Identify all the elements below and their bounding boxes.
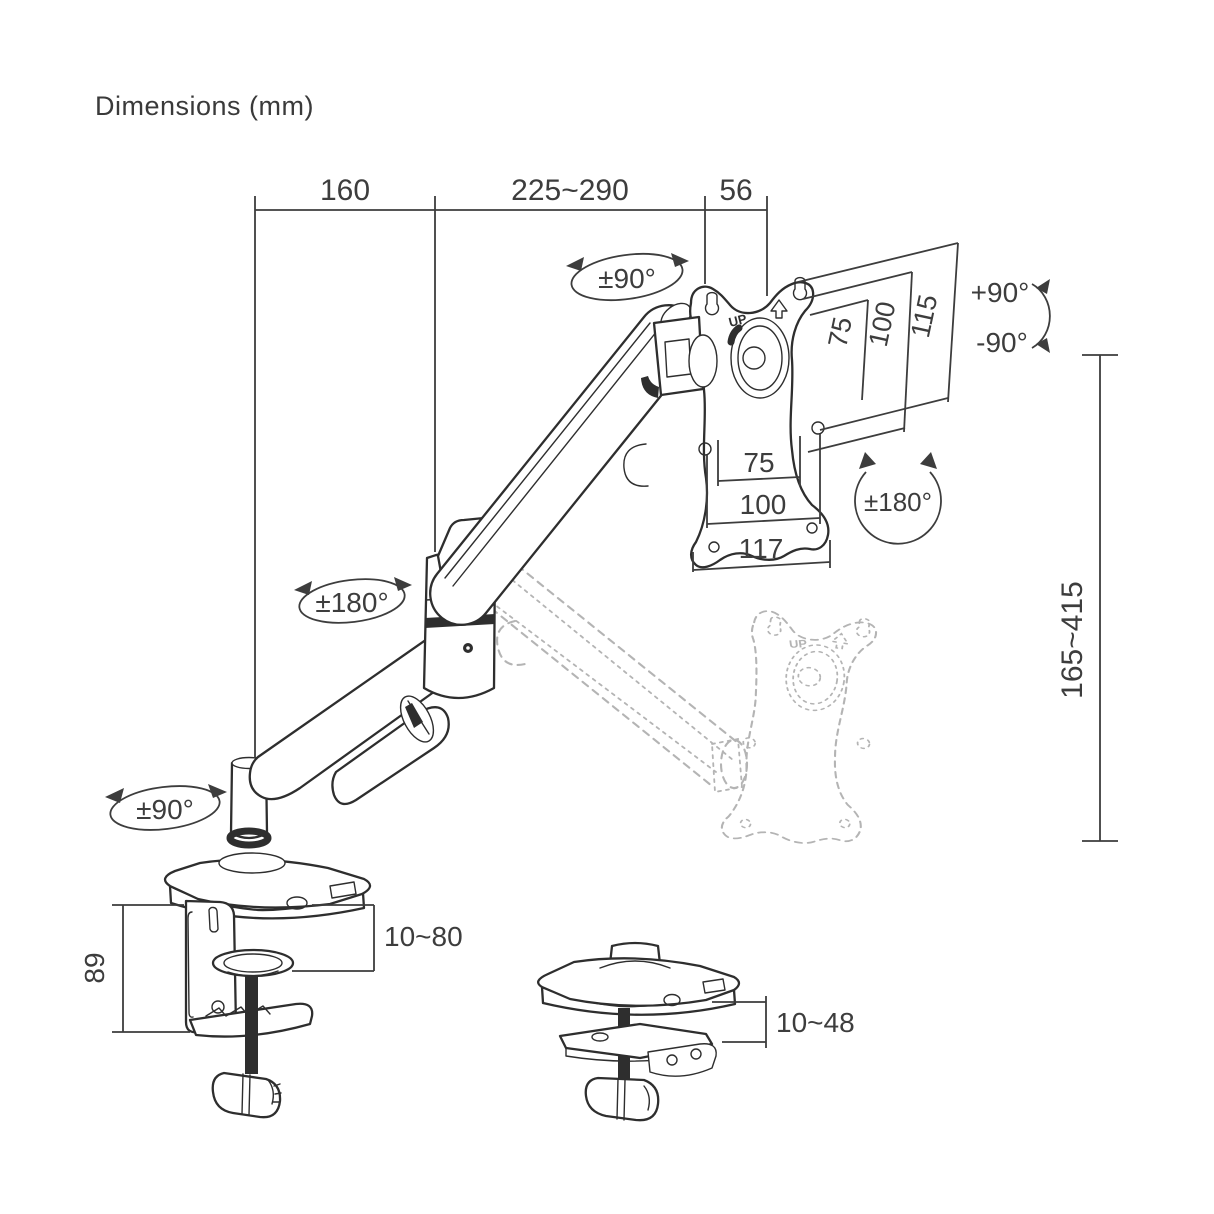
dim-label-desk-range: 10~80 bbox=[384, 921, 463, 952]
ghost-up-label: UP bbox=[788, 637, 808, 650]
base-usb-port bbox=[286, 896, 308, 910]
dim-label-vesa-v100: 100 bbox=[863, 299, 902, 349]
rotation-label-head-swivel: ±90° bbox=[598, 263, 656, 294]
base-port-slot bbox=[329, 881, 357, 899]
rotation-label-elbow-swivel: ±180° bbox=[315, 587, 388, 618]
grommet-wing bbox=[647, 1043, 717, 1077]
rotation-label-tilt-up: +90° bbox=[971, 277, 1030, 308]
dim-label-56: 56 bbox=[719, 174, 752, 207]
dim-label-height-range: 165~415 bbox=[1056, 581, 1089, 699]
dim-label-vesa-h75: 75 bbox=[743, 447, 774, 478]
ghost-arm-position: UP bbox=[459, 539, 894, 859]
vesa-plate: UP bbox=[688, 276, 830, 569]
grommet-base-top bbox=[537, 957, 741, 1007]
dim-label-225-290: 225~290 bbox=[511, 174, 629, 207]
upper-arm-cable-clip bbox=[623, 443, 649, 487]
up-label: UP bbox=[727, 311, 748, 330]
rotation-label-vesa-rotation: ±180° bbox=[864, 487, 932, 517]
riser-rubber-ring bbox=[226, 827, 272, 849]
grommet-knob bbox=[584, 1076, 660, 1122]
dim-label-clamp-height: 89 bbox=[79, 952, 110, 983]
dim-label-vesa-v75: 75 bbox=[822, 314, 858, 350]
dim-label-vesa-h117: 117 bbox=[739, 533, 784, 564]
grommet-mount-detail bbox=[537, 941, 741, 1122]
head-pivot-disc bbox=[688, 334, 718, 388]
dim-label-vesa-h100: 100 bbox=[740, 489, 787, 520]
desk-clamp-detail bbox=[184, 899, 314, 1119]
rotation-label-base-swivel: ±90° bbox=[136, 794, 194, 825]
rotation-label-tilt-down: -90° bbox=[976, 327, 1028, 358]
ghost-vesa-plate: UP bbox=[718, 602, 894, 859]
base-boss bbox=[218, 852, 286, 874]
clamp-threaded-rod bbox=[245, 975, 258, 1074]
labels: Dimensions (mm) 160 225~290 56 75 100 11… bbox=[79, 91, 1089, 1038]
dimension-lines bbox=[105, 196, 1118, 1048]
dim-label-160: 160 bbox=[320, 174, 370, 207]
page-title: Dimensions (mm) bbox=[95, 91, 314, 121]
dim-label-grommet-range: 10~48 bbox=[776, 1007, 855, 1038]
clamp-knob bbox=[211, 1071, 282, 1119]
monitor-arm-drawing: UP bbox=[163, 276, 830, 920]
